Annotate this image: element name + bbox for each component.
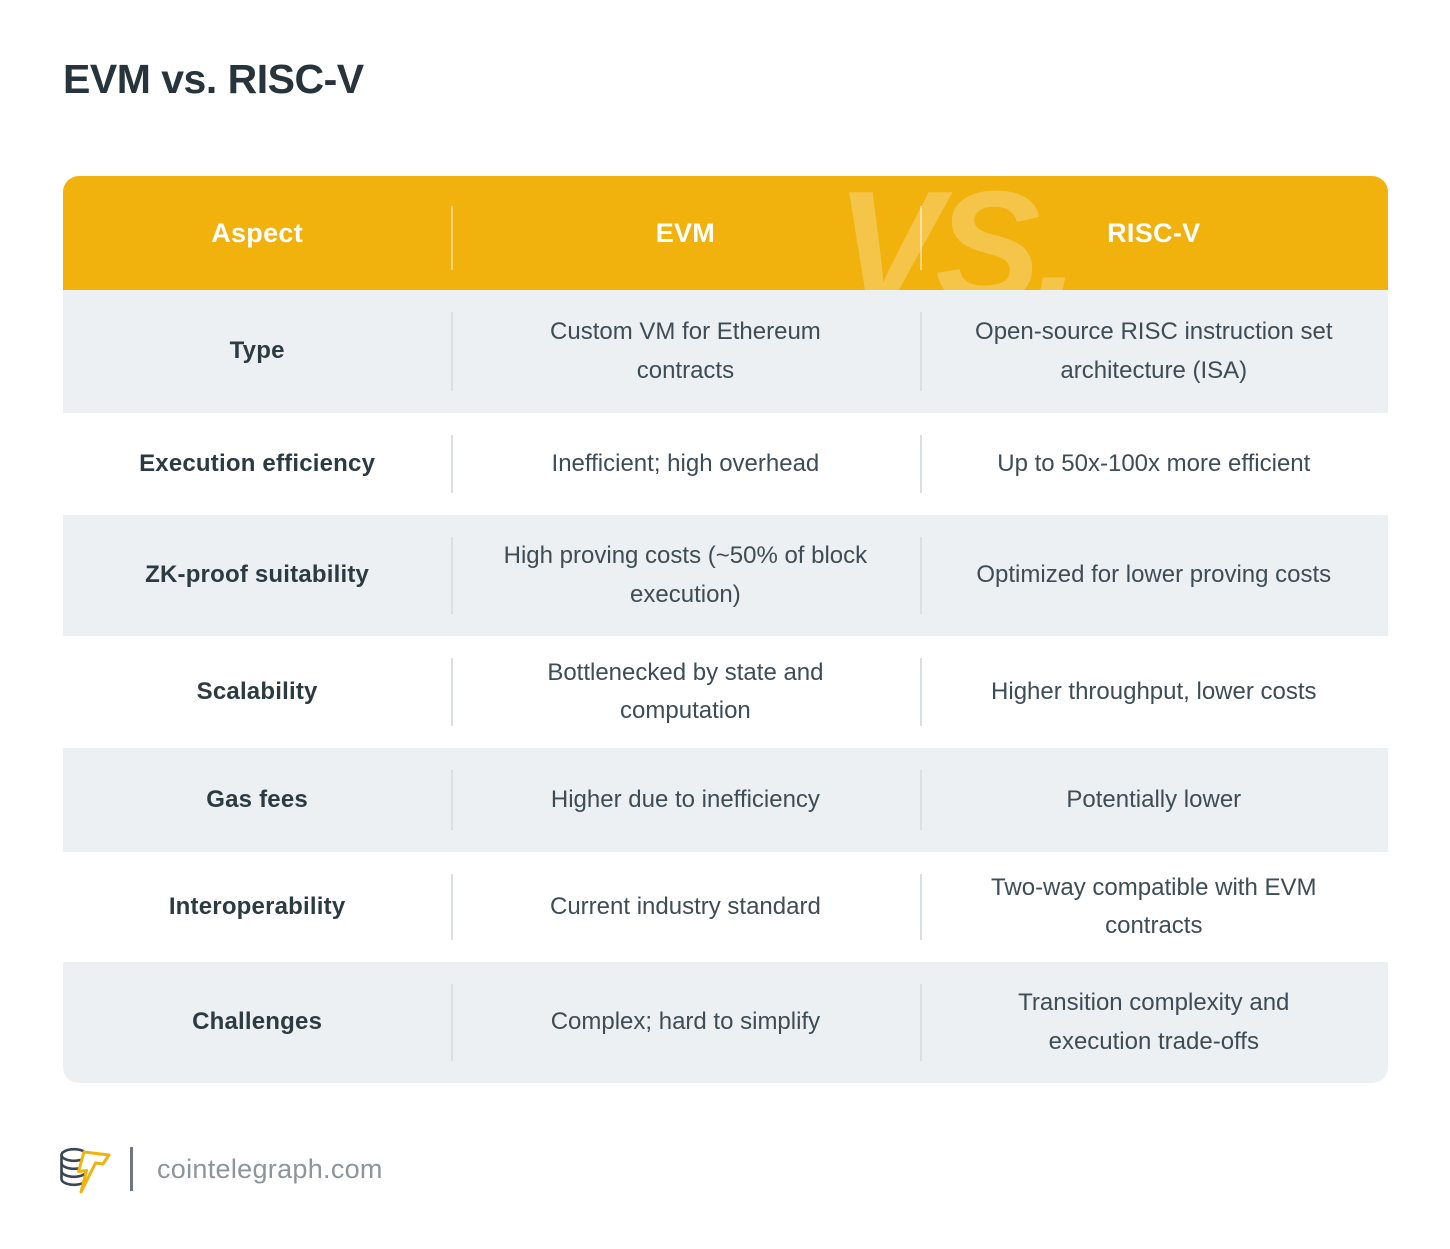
comparison-table: VS. Aspect EVM RISC-V Type Custom VM for… [63,176,1388,1083]
column-divider [919,984,922,1061]
column-header-evm: EVM [655,217,716,248]
table-body: Type Custom VM for Ethereum contracts Op… [63,290,1388,1083]
row-label: Interoperability [168,892,346,920]
footer-divider [130,1147,133,1191]
evm-cell: Custom VM for Ethereum contracts [550,318,821,384]
evm-cell: Current industry standard [550,892,821,920]
evm-cell: Inefficient; high overhead [551,449,820,477]
riscv-cell: Optimized for lower proving costs [976,561,1332,589]
evm-cell: Higher due to inefficiency [550,785,820,813]
riscv-cell: Higher throughput, lower costs [991,677,1317,705]
footer: cointelegraph.com [58,1143,383,1195]
table-row: Scalability Bottlenecked by state and co… [63,636,1388,748]
table-row: ZK-proof suitability High proving costs … [63,515,1388,636]
column-divider [451,537,454,614]
riscv-cell: Up to 50x-100x more efficient [997,449,1311,477]
evm-cell: Complex; hard to simplify [550,1008,821,1036]
evm-cell: Bottlenecked by state and computation [547,658,824,724]
column-divider [451,984,454,1061]
table-row: Execution efficiency Inefficient; high o… [63,413,1388,515]
column-divider [919,658,922,726]
column-divider [919,770,922,830]
riscv-cell: Transition complexity and execution trad… [1018,989,1290,1055]
column-divider [451,312,454,391]
footer-site-text: cointelegraph.com [157,1153,383,1184]
table-row: Gas fees Higher due to inefficiency Pote… [63,748,1388,852]
row-label: Execution efficiency [139,449,376,477]
column-divider [919,537,922,614]
column-divider [451,658,454,726]
column-divider [451,874,454,940]
row-label: Scalability [196,677,318,705]
header-column-divider [919,206,922,270]
riscv-cell: Potentially lower [1066,785,1242,813]
row-label: ZK-proof suitability [145,561,370,589]
vs-watermark: VS. [836,176,1079,290]
column-header-aspect: Aspect [211,217,304,248]
row-label: Gas fees [206,785,308,813]
column-header-riscv: RISC-V [1107,217,1201,248]
cointelegraph-coins-lightning-icon [60,1147,111,1194]
column-divider [919,312,922,391]
table-row: Type Custom VM for Ethereum contracts Op… [63,290,1388,413]
page-title: EVM vs. RISC-V [63,56,364,102]
row-label: Type [229,337,285,365]
row-label: Challenges [192,1008,323,1036]
column-divider [451,770,454,830]
header-column-divider [451,206,454,270]
table-row: Challenges Complex; hard to simplify Tra… [63,962,1388,1083]
column-divider [919,874,922,940]
column-divider [451,435,454,493]
evm-cell: High proving costs (~50% of block execut… [503,542,868,608]
table-row: Interoperability Current industry standa… [63,852,1388,962]
riscv-cell: Open-source RISC instruction set archite… [975,318,1333,384]
table-header-row: VS. Aspect EVM RISC-V [63,176,1388,290]
riscv-cell: Two-way compatible with EVM contracts [991,873,1317,939]
column-divider [919,435,922,493]
